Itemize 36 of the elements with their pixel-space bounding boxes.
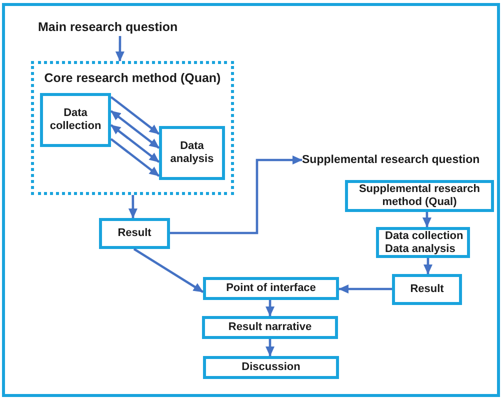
process-box (40, 93, 111, 147)
process-box (203, 277, 339, 300)
arrow (110, 96, 160, 135)
process-box (159, 126, 225, 180)
arrow (266, 300, 275, 316)
arrow (110, 110, 160, 149)
question-label: Main research question (38, 18, 202, 36)
method-group-frame (31, 61, 234, 195)
arrow (338, 284, 392, 294)
process-box (392, 274, 462, 305)
process-box (202, 316, 338, 339)
box-label: Data collection (385, 230, 464, 242)
arrow (422, 212, 432, 228)
arrow (423, 258, 432, 274)
box-label: Result (118, 227, 152, 240)
arrow (266, 339, 275, 356)
arrow (110, 138, 160, 177)
box-label: Discussion (242, 361, 300, 374)
process-box (203, 356, 339, 379)
question-label: Supplemental research question (302, 151, 490, 169)
box-label: Result narrative (228, 321, 312, 334)
arrow (128, 195, 138, 218)
arrow (110, 124, 160, 163)
group-title: Core research method (Quan) (43, 71, 222, 85)
box-label: Data analysis (169, 140, 215, 166)
box-label: Data collection (48, 107, 102, 133)
box-label: Point of interface (226, 282, 316, 295)
arrow (133, 248, 204, 293)
process-box (376, 227, 470, 258)
process-box (345, 180, 494, 212)
process-box (99, 218, 170, 249)
box-label: Result (410, 283, 444, 296)
box-label: Data analysis (385, 242, 456, 256)
arrow (170, 156, 302, 234)
arrow (115, 36, 124, 62)
box-label: Supplemental research method (Qual) (358, 183, 482, 209)
